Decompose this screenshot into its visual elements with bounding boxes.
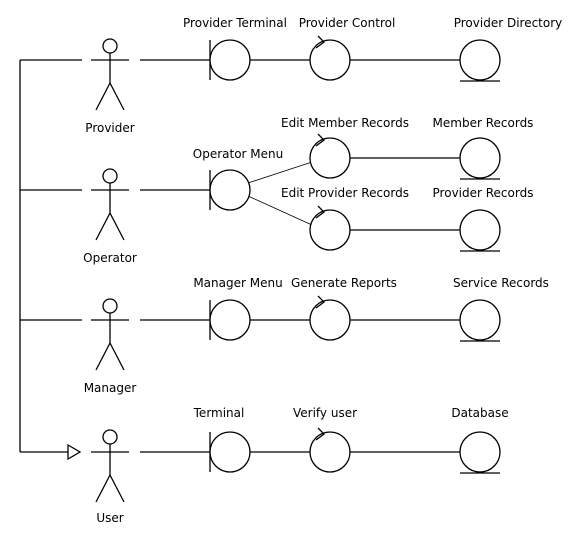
entity-provider-directory: Provider Directory <box>454 16 563 82</box>
link-menu-edit-member <box>247 161 313 184</box>
control-verify-user-label: Verify user <box>293 406 357 420</box>
actor-provider-label: Provider <box>85 121 134 135</box>
entity-database: Database <box>451 406 509 474</box>
boundary-terminal: Terminal <box>193 406 251 473</box>
boundary-operator-menu-label: Operator Menu <box>193 147 283 161</box>
boundary-terminal-label: Terminal <box>193 406 245 420</box>
actor-user-label: User <box>96 511 123 525</box>
control-edit-provider-records: Edit Provider Records <box>281 186 409 251</box>
entity-service-records-label: Service Records <box>453 276 549 290</box>
boundary-provider-terminal-label: Provider Terminal <box>183 16 287 30</box>
actor-operator: Operator <box>83 168 137 265</box>
control-edit-member-records-label: Edit Member Records <box>281 116 409 130</box>
control-provider-control: Provider Control <box>299 16 396 81</box>
boundary-provider-terminal: Provider Terminal <box>183 16 287 81</box>
generalization-arrowhead <box>67 443 82 461</box>
generalization-connector <box>19 59 82 453</box>
control-edit-member-records: Edit Member Records <box>281 116 409 179</box>
actor-manager: Manager <box>84 298 137 395</box>
actor-manager-label: Manager <box>84 381 137 395</box>
control-provider-control-label: Provider Control <box>299 16 396 30</box>
entity-member-records: Member Records <box>433 116 534 180</box>
entity-provider-records-label: Provider Records <box>433 186 534 200</box>
actor-operator-label: Operator <box>83 251 137 265</box>
entity-database-label: Database <box>451 406 508 420</box>
actor-user: User <box>91 429 129 525</box>
entity-service-records: Service Records <box>453 276 549 342</box>
control-generate-reports: Generate Reports <box>291 276 397 341</box>
boundary-operator-menu: Operator Menu <box>193 147 283 211</box>
entity-member-records-label: Member Records <box>433 116 534 130</box>
control-generate-reports-label: Generate Reports <box>291 276 397 290</box>
actor-provider: Provider <box>85 38 135 135</box>
control-verify-user: Verify user <box>293 406 357 473</box>
link-menu-edit-provider <box>247 195 313 226</box>
boundary-manager-menu-label: Manager Menu <box>193 276 282 290</box>
entity-provider-directory-label: Provider Directory <box>454 16 563 30</box>
entity-provider-records: Provider Records <box>433 186 534 252</box>
control-edit-provider-records-label: Edit Provider Records <box>281 186 409 200</box>
boundary-manager-menu: Manager Menu <box>193 276 283 341</box>
